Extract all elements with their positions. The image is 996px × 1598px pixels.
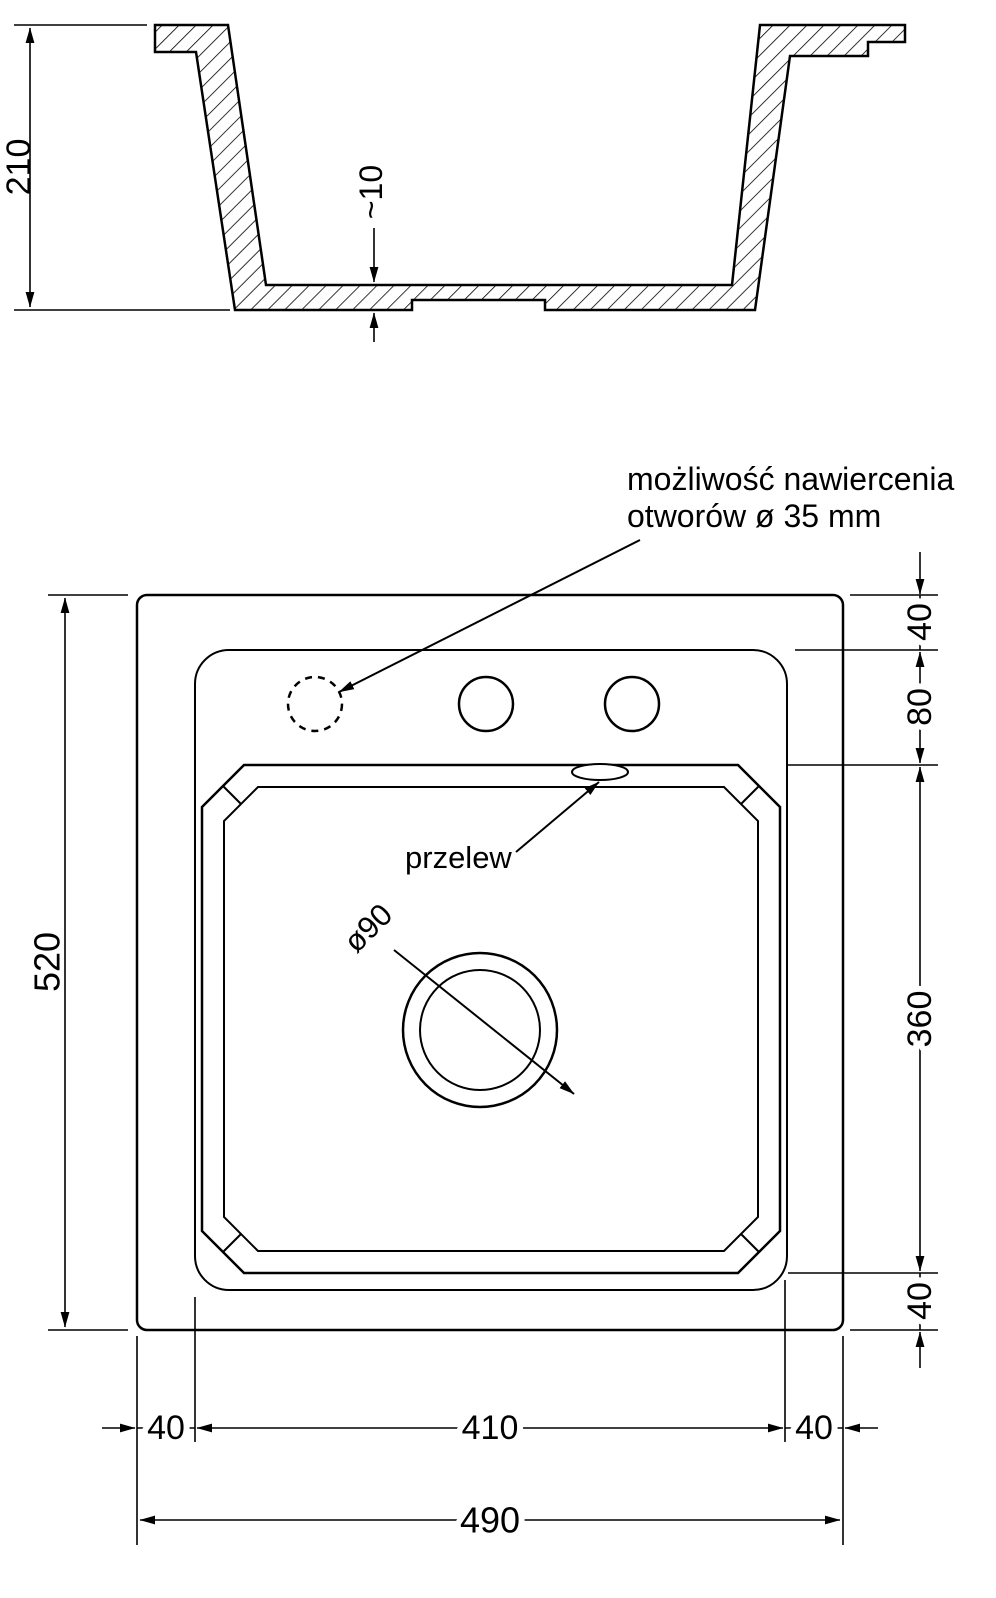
basin-corner-bevels xyxy=(222,785,760,1253)
dim-basin-depth-label: 360 xyxy=(901,991,939,1048)
dim-total-width-490: 490 xyxy=(139,1494,841,1547)
section-view: 210 ~10 xyxy=(0,23,907,342)
dim-height-210: 210 xyxy=(0,24,230,311)
faucet-hole-2 xyxy=(603,675,661,733)
drill-note-line2: otworów ø 35 mm xyxy=(627,498,881,534)
overflow-slot xyxy=(571,763,629,781)
dim-chain-right: 40 80 360 40 xyxy=(788,552,945,1368)
drain-outer-circle xyxy=(401,951,559,1109)
faucet-hole-optional-dashed xyxy=(286,675,344,733)
faucet-hole-1 xyxy=(457,675,515,733)
drain-diameter-label: ø90 xyxy=(337,897,400,960)
drain-inner-circle xyxy=(419,969,541,1091)
sink-deck-line xyxy=(194,649,788,1291)
overflow-label: przelew xyxy=(405,840,512,875)
dim-holes-row-label: 80 xyxy=(901,688,939,726)
sink-outer-edge xyxy=(135,593,845,1332)
dim-rim-right-label: 40 xyxy=(795,1409,833,1447)
drill-note-callout: możliwość nawiercenia otworów ø 35 mm xyxy=(338,461,954,693)
basin-inner-edge xyxy=(223,786,759,1252)
dim-bottom-thickness-10: ~10 xyxy=(353,165,389,342)
dim-chain-bottom: 40 410 40 xyxy=(102,1280,878,1545)
dim-total-width-label: 490 xyxy=(460,1500,520,1541)
dim-bottom-thickness-label: ~10 xyxy=(353,165,389,219)
dim-rim-bottom-label: 40 xyxy=(901,1282,939,1320)
dim-height-label: 210 xyxy=(0,139,38,196)
basin-outer-edge xyxy=(200,763,782,1275)
dim-rim-top-label: 40 xyxy=(901,603,939,641)
dim-basin-width-label: 410 xyxy=(462,1409,519,1447)
sink-profile-hatched xyxy=(153,23,907,312)
drill-note-line1: możliwość nawiercenia xyxy=(627,461,954,497)
overflow-callout: przelew xyxy=(405,781,600,875)
dim-total-depth-520: 520 xyxy=(27,594,128,1331)
dim-rim-left-label: 40 xyxy=(147,1409,185,1447)
drain-diameter-callout: ø90 xyxy=(337,897,575,1095)
top-view: możliwość nawiercenia otworów ø 35 mm pr… xyxy=(27,461,955,1547)
dim-total-depth-label: 520 xyxy=(27,932,68,992)
